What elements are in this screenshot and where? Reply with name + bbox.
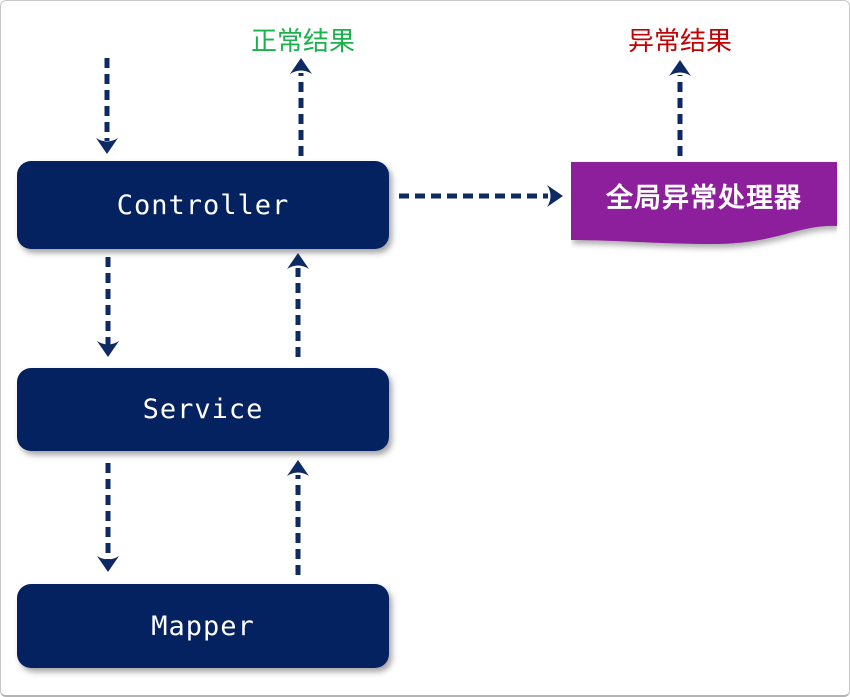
- exception-handler-document-shape: [571, 162, 837, 244]
- node-service: Service: [17, 368, 389, 451]
- arrow-exception-handler-to-error-result: [669, 60, 691, 156]
- error-result-label: 异常结果: [627, 26, 732, 56]
- normal-result-label: 正常结果: [250, 26, 355, 56]
- arrow-service-to-controller: [287, 253, 309, 357]
- node-mapper: Mapper: [17, 584, 389, 668]
- node-mapper-label: Mapper: [151, 610, 255, 642]
- arrow-controller-to-normal-result: [290, 58, 312, 156]
- arrow-mapper-to-service: [287, 460, 309, 575]
- node-controller: Controller: [17, 161, 389, 249]
- node-exception-handler: 全局异常处理器: [571, 162, 837, 257]
- node-controller-label: Controller: [116, 189, 290, 221]
- arrow-controller-to-service: [97, 257, 119, 357]
- arrow-request-into-controller: [96, 58, 118, 154]
- exception-handler-label: 全局异常处理器: [606, 182, 802, 213]
- arrow-controller-to-exception-handler: [399, 185, 563, 207]
- arrow-service-to-mapper: [97, 463, 119, 572]
- node-service-label: Service: [142, 394, 264, 425]
